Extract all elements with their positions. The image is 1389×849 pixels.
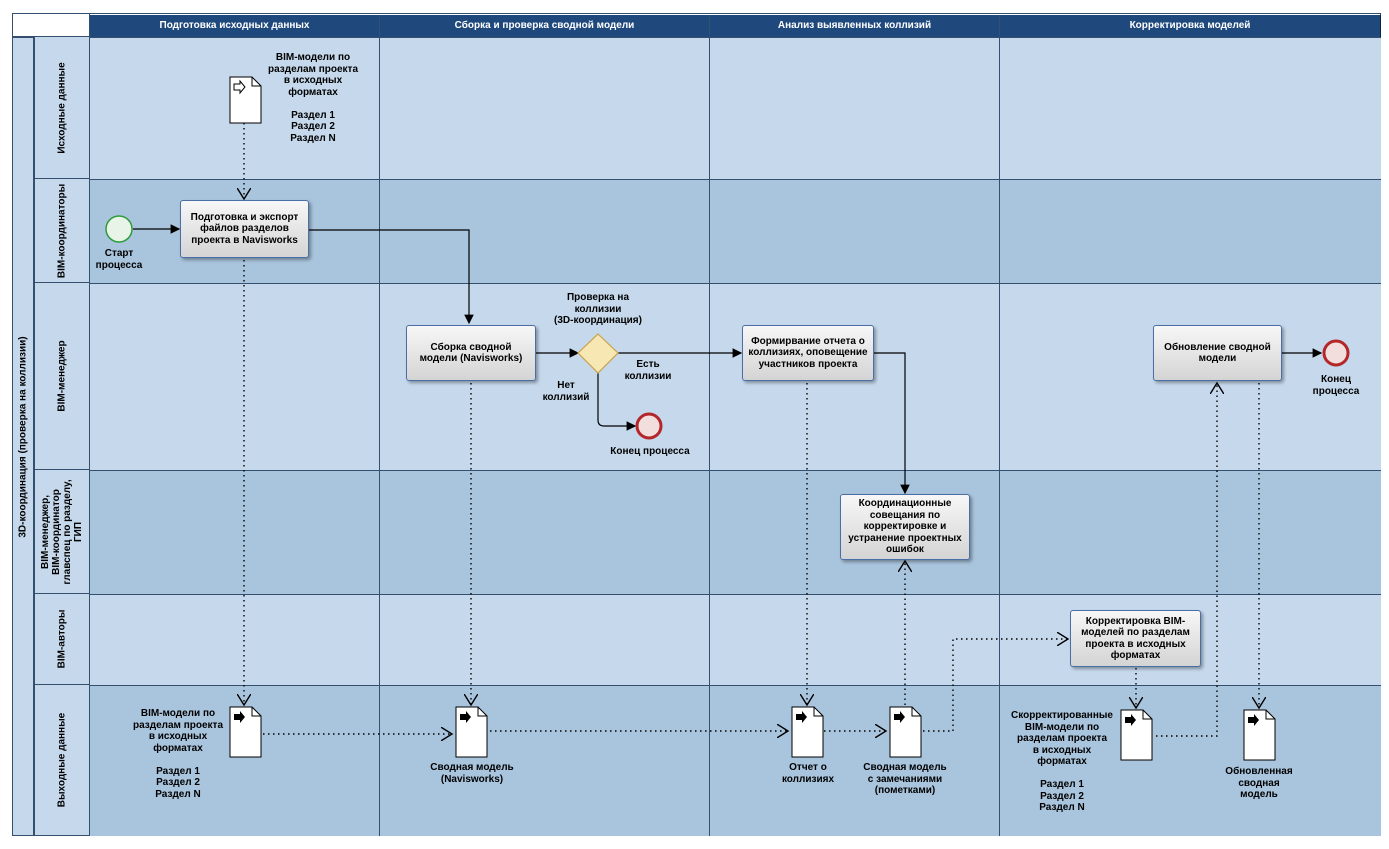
lane-header-bim-coordinators: BIM-координаторы [34,179,90,283]
start-event [105,215,133,243]
data-output-models-label: BIM-модели по разделам проекта в исходны… [132,708,224,800]
end-event-final [1322,339,1350,367]
lane-input-data [90,37,1381,179]
end-event-no-collisions [635,412,663,440]
task-assembly[interactable]: Сборка сводной модели (Navisworks) [406,325,536,381]
data-object-output-models [229,706,262,758]
phase-divider [379,15,380,836]
lane-output-data [90,685,1381,836]
end-event-no-collisions-label: Конец процесса [610,446,690,457]
data-object-collision-report [791,706,824,758]
data-collision-report-label: Отчет о коллизиях [781,762,835,785]
task-correction[interactable]: Корректировка BIM-моделей по разделам пр… [1070,610,1201,667]
phase-divider [999,15,1000,836]
data-input-label: BIM-модели по разделам проекта в исходны… [267,52,359,144]
end-event-final-label: Конец процесса [1312,374,1360,397]
phase-divider [89,15,90,836]
data-object-summary-model [455,706,488,758]
data-summary-model-label: Сводная модель (Navisworks) [430,762,514,785]
assoc-corrected-update [1156,383,1217,737]
assoc-notes-correction [923,639,1068,732]
task-report[interactable]: Формирвание отчета о коллизиях, оповещен… [742,325,874,381]
gateway-no-label: Нет коллизий [542,380,590,403]
lane-bim-manager-group [90,470,1381,594]
flow-export-assembly [309,229,474,325]
task-meetings[interactable]: Координационные совещания по корректиров… [840,494,970,560]
flow-gateway-end [597,373,637,431]
task-export[interactable]: Подготовка и экспорт файлов разделов про… [180,200,309,258]
gateway-label: Проверка на коллизии (3D-координация) [554,292,642,326]
data-updated-model-label: Обновленная сводная модель [1225,766,1293,800]
corner-cell [12,13,90,37]
phase-divider [709,15,710,836]
gateway-diamond [577,333,619,374]
data-object-corrected-models [1120,709,1153,761]
gateway-yes-label: Есть коллизии [624,359,672,382]
flow-report-meetings [874,352,910,495]
phase-header-4: Корректировка моделей [1000,15,1381,37]
data-summary-notes-label: Сводная модель с замечаниями (пометками) [863,762,947,796]
task-update[interactable]: Обновление сводной модели [1153,325,1282,381]
data-object-input [229,76,262,124]
data-object-updated-model [1243,709,1276,761]
start-event-label: Старт процесса [95,248,143,271]
pool-header: 3D-координация (проверка на коллизии) [12,37,34,836]
lane-header-input-data: Исходные данные [34,37,90,179]
data-object-summary-with-notes [889,706,922,758]
data-corrected-models-label: Скорректированные BIM-модели по разделам… [1010,710,1113,813]
